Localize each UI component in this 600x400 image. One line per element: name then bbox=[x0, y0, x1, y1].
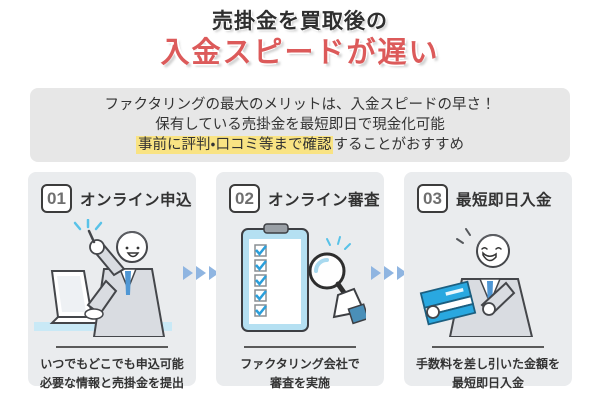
title-line-2: 入金スピードが遅い bbox=[160, 37, 440, 70]
right-triangle-icon bbox=[384, 266, 394, 280]
step-2-header: 02 オンライン審査 bbox=[216, 172, 384, 213]
step-3-caption: 手数料を差し引いた金額を 最短即日入金 bbox=[404, 355, 572, 393]
right-triangle-icon bbox=[397, 266, 407, 280]
summary-line-3: 事前に評判・口コミ等まで確認することがおすすめ bbox=[30, 135, 570, 155]
step-card-same-day-payment: 03 最短即日入金 bbox=[404, 172, 572, 390]
right-triangle-icon bbox=[196, 266, 206, 280]
step-3-title: 最短即日入金 bbox=[456, 191, 553, 209]
step-3-number-badge: 03 bbox=[417, 184, 448, 213]
right-triangle-icon bbox=[371, 266, 381, 280]
steps-row: 01 オンライン申込 bbox=[28, 172, 572, 390]
step-1-number-badge: 01 bbox=[41, 184, 72, 213]
highlighted-text: 事前に評判・口コミ等まで確認 bbox=[136, 136, 334, 154]
step-2-caption-line-1: ファクタリング会社で bbox=[240, 357, 360, 371]
man-holding-passbook-illustration bbox=[419, 228, 534, 338]
page-title: 売掛金を買取後の 入金スピードが遅い bbox=[0, 0, 600, 70]
step-1-title: オンライン申込 bbox=[80, 191, 193, 209]
step-2-caption: ファクタリング会社で 審査を実施 bbox=[216, 355, 384, 393]
summary-line-2: 保有している売掛金を最短即日で現金化可能 bbox=[155, 117, 445, 133]
step-3-caption-line-2: 最短即日入金 bbox=[451, 376, 524, 390]
step-2-number-badge: 02 bbox=[229, 184, 260, 213]
step-3-divider bbox=[432, 346, 544, 348]
step-card-online-review: 02 オンライン審査 bbox=[216, 172, 384, 390]
man-pointing-with-laptop-illustration bbox=[34, 218, 172, 338]
step-3-caption-line-1: 手数料を差し引いた金額を bbox=[415, 357, 560, 371]
step-1-caption-line-2: 必要な情報と売掛金を提出 bbox=[39, 376, 184, 390]
summary-line-3-rest: することがおすすめ bbox=[333, 137, 464, 153]
summary-box: ファクタリングの最大のメリットは、入金スピードの早さ！ 保有している売掛金を最短… bbox=[30, 88, 570, 162]
step-2-title: オンライン審査 bbox=[268, 191, 381, 209]
step-3-header: 03 最短即日入金 bbox=[404, 172, 572, 213]
step-1-header: 01 オンライン申込 bbox=[28, 172, 196, 213]
step-arrow-2-icon bbox=[371, 266, 407, 280]
step-arrow-1-icon bbox=[183, 266, 219, 280]
step-2-divider bbox=[244, 346, 356, 348]
step-1-caption-line-1: いつでもどこでも申込可能 bbox=[40, 357, 184, 371]
step-1-caption: いつでもどこでも申込可能 必要な情報と売掛金を提出 bbox=[28, 355, 196, 393]
step-2-caption-line-2: 審査を実施 bbox=[269, 376, 330, 390]
title-line-1: 売掛金を買取後の bbox=[212, 10, 388, 33]
right-triangle-icon bbox=[183, 266, 193, 280]
step-1-divider bbox=[56, 346, 168, 348]
summary-line-1: ファクタリングの最大のメリットは、入金スピードの早さ！ bbox=[104, 97, 496, 113]
checklist-clipboard-magnifier-illustration bbox=[241, 223, 370, 332]
step-card-online-application: 01 オンライン申込 bbox=[28, 172, 196, 390]
right-triangle-icon bbox=[209, 266, 219, 280]
